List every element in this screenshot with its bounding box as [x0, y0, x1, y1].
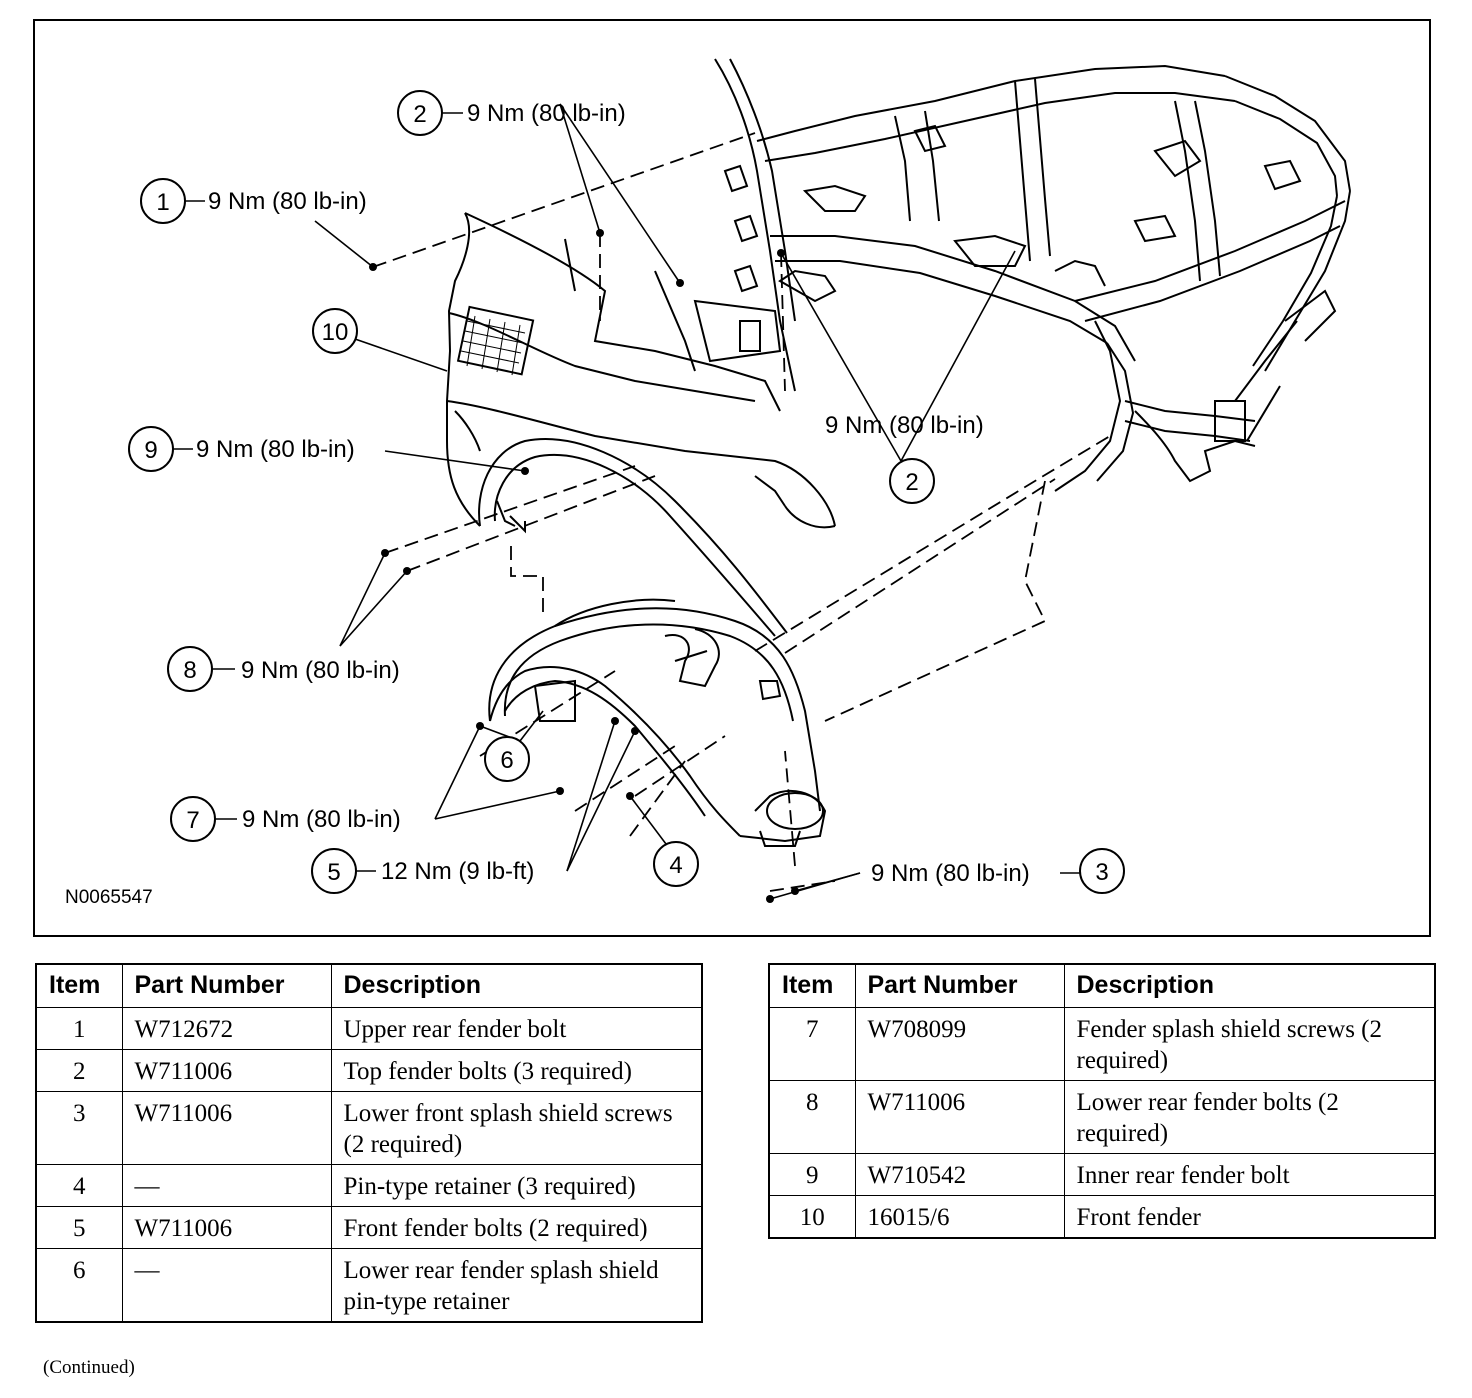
callout-8-number: 8 — [183, 657, 196, 684]
callout-8: 8 9 Nm (80 lb-in) — [167, 646, 400, 692]
callout-10-number: 10 — [322, 319, 349, 346]
callout-3: 9 Nm (80 lb-in) 3 — [871, 848, 1125, 894]
row-description: Top fender bolts (3 required) — [330, 1049, 703, 1092]
row-description: Pin-type retainer (3 required) — [330, 1164, 703, 1207]
callout-3-torque: 9 Nm (80 lb-in) — [871, 860, 1030, 887]
row-description: Lower front splash shield screws (2 requ… — [330, 1091, 703, 1165]
table-row: 1 W712672 Upper rear fender bolt — [35, 1007, 703, 1050]
fastener-marks — [369, 229, 799, 903]
row-description: Lower rear fender bolts (2 required) — [1063, 1080, 1436, 1154]
figure-id: N0065547 — [65, 887, 153, 908]
callout-1-number: 1 — [156, 189, 169, 216]
row-part-number: W708099 — [854, 1007, 1065, 1081]
callout-7: 7 9 Nm (80 lb-in) — [170, 796, 401, 842]
callout-6: 6 — [484, 736, 530, 782]
callout-4: 4 — [653, 841, 699, 887]
row-item: 5 — [35, 1206, 123, 1249]
header-part-number: Part Number — [854, 963, 1065, 1008]
callout-6-number: 6 — [500, 747, 513, 774]
row-item: 4 — [35, 1164, 123, 1207]
callout-2-right-number: 2 — [905, 469, 918, 496]
row-description: Lower rear fender splash shield pin-type… — [330, 1248, 703, 1323]
row-item: 7 — [768, 1007, 856, 1081]
row-description: Inner rear fender bolt — [1063, 1153, 1436, 1196]
callout-6-circle — [484, 736, 530, 782]
row-item: 6 — [35, 1248, 123, 1323]
table-row: 10 16015/6 Front fender — [768, 1195, 1436, 1239]
header-description: Description — [1063, 963, 1436, 1008]
callout-9-torque: 9 Nm (80 lb-in) — [196, 436, 355, 463]
callout-2-number: 2 — [413, 101, 426, 128]
row-part-number: W711006 — [121, 1091, 332, 1165]
table-row: 6 — Lower rear fender splash shield pin-… — [35, 1248, 703, 1323]
table-header-row: Item Part Number Description — [768, 963, 1436, 1008]
callout-7-torque: 9 Nm (80 lb-in) — [242, 806, 401, 833]
header-description: Description — [330, 963, 703, 1008]
callout-2-right-torque: 9 Nm (80 lb-in) — [825, 412, 984, 439]
row-part-number: W711006 — [121, 1049, 332, 1092]
callout-7-number: 7 — [186, 807, 199, 834]
callout-9: 9 9 Nm (80 lb-in) — [128, 426, 355, 472]
row-description: Upper rear fender bolt — [330, 1007, 703, 1050]
header-item: Item — [768, 963, 856, 1008]
callout-5-torque: 12 Nm (9 lb-ft) — [381, 858, 534, 885]
table-row: 7 W708099 Fender splash shield screws (2… — [768, 1007, 1436, 1081]
callout-4-circle — [653, 841, 699, 887]
callout-2-right-circle — [889, 458, 935, 504]
table-row: 5 W711006 Front fender bolts (2 required… — [35, 1206, 703, 1249]
row-item: 8 — [768, 1080, 856, 1154]
row-item: 3 — [35, 1091, 123, 1165]
row-item: 10 — [768, 1195, 856, 1239]
callout-8-torque: 9 Nm (80 lb-in) — [241, 657, 400, 684]
header-part-number: Part Number — [121, 963, 332, 1008]
parts-table-left: Item Part Number Description 1 W712672 U… — [35, 963, 703, 1323]
table-header-row: Item Part Number Description — [35, 963, 703, 1008]
callout-10-circle — [312, 308, 358, 354]
row-description: Front fender bolts (2 required) — [330, 1206, 703, 1249]
callout-3-number: 3 — [1095, 859, 1108, 886]
table-row: 8 W711006 Lower rear fender bolts (2 req… — [768, 1080, 1436, 1154]
splash-shield-drawing — [488, 598, 827, 847]
callout-2-top: 2 9 Nm (80 lb-in) — [397, 90, 626, 136]
fender-diagram: 1 9 Nm (80 lb-in) 2 9 Nm (80 lb-in) 10 9 — [128, 58, 1351, 903]
dashed-leaders — [372, 132, 1111, 892]
callout-4-number: 4 — [669, 852, 682, 879]
callout-5-number: 5 — [327, 859, 340, 886]
callout-10: 10 — [312, 308, 358, 354]
table-row: 2 W711006 Top fender bolts (3 required) — [35, 1049, 703, 1092]
row-part-number: W711006 — [854, 1080, 1065, 1154]
row-item: 2 — [35, 1049, 123, 1092]
row-part-number: W712672 — [121, 1007, 332, 1050]
body-frame-drawing — [714, 58, 1351, 492]
table-row: 3 W711006 Lower front splash shield scre… — [35, 1091, 703, 1165]
row-part-number: W711006 — [121, 1206, 332, 1249]
callout-5: 5 12 Nm (9 lb-ft) — [311, 848, 534, 894]
header-item: Item — [35, 963, 123, 1008]
row-part-number: W710542 — [854, 1153, 1065, 1196]
exploded-view-figure: 1 9 Nm (80 lb-in) 2 9 Nm (80 lb-in) 10 9 — [33, 19, 1431, 937]
table-row: 4 — Pin-type retainer (3 required) — [35, 1164, 703, 1207]
row-item: 9 — [768, 1153, 856, 1196]
row-part-number: 16015/6 — [854, 1195, 1065, 1239]
callout-group: 1 9 Nm (80 lb-in) 2 9 Nm (80 lb-in) 10 9 — [128, 90, 1125, 894]
parts-table-right: Item Part Number Description 7 W708099 F… — [768, 963, 1436, 1239]
callout-9-number: 9 — [144, 437, 157, 464]
callout-3-circle — [1079, 848, 1125, 894]
callout-1: 1 9 Nm (80 lb-in) — [140, 178, 367, 224]
row-item: 1 — [35, 1007, 123, 1050]
row-description: Fender splash shield screws (2 required) — [1063, 1007, 1436, 1081]
row-part-number: — — [121, 1164, 332, 1207]
arrow-leaders — [314, 103, 1016, 900]
front-fender-drawing — [446, 212, 836, 637]
callout-1-torque: 9 Nm (80 lb-in) — [208, 188, 367, 215]
callout-2-torque: 9 Nm (80 lb-in) — [467, 100, 626, 127]
continued-note: (Continued) — [43, 1357, 135, 1378]
row-part-number: — — [121, 1248, 332, 1323]
row-description: Front fender — [1063, 1195, 1436, 1239]
callout-2-right: 9 Nm (80 lb-in) 2 — [825, 412, 984, 504]
table-row: 9 W710542 Inner rear fender bolt — [768, 1153, 1436, 1196]
